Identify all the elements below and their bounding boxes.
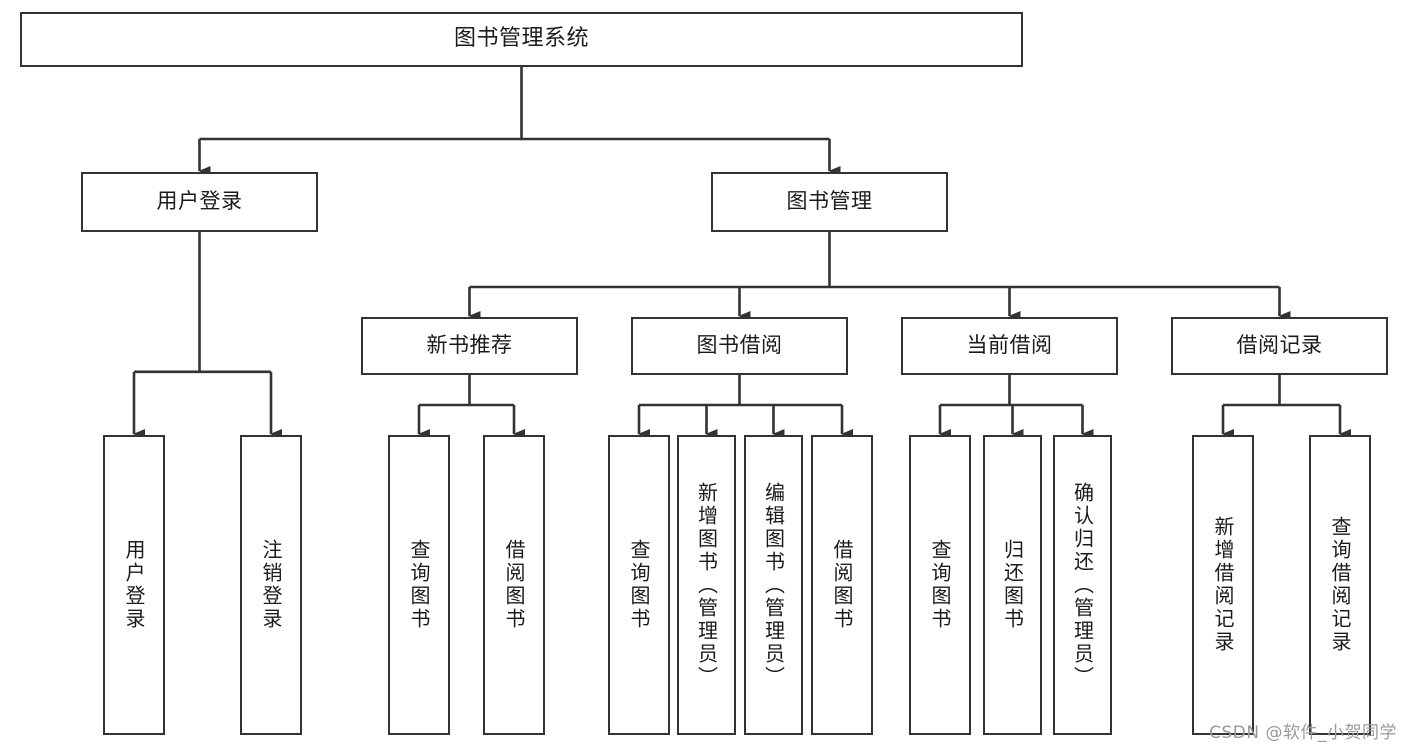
node-borrow-records[interactable]: 借阅记录 (1171, 317, 1388, 375)
node-leaf-query-book-recommend[interactable]: 查询图书 (388, 435, 450, 735)
csdn-watermark: CSDN @软件_小贺同学 (1209, 723, 1397, 743)
node-leaf-logout[interactable]: 注销登录 (240, 435, 302, 735)
node-leaf-query-borrow-record[interactable]: 查询借阅记录 (1309, 435, 1371, 735)
node-leaf-query-book-current[interactable]: 查询图书 (909, 435, 971, 735)
node-root[interactable]: 图书管理系统 (20, 12, 1023, 67)
node-leaf-query-book-borrow[interactable]: 查询图书 (608, 435, 670, 735)
node-leaf-return-book[interactable]: 归还图书 (983, 435, 1042, 735)
node-leaf-user-login[interactable]: 用户登录 (103, 435, 165, 735)
node-new-book-recommend[interactable]: 新书推荐 (361, 317, 578, 375)
node-book-management[interactable]: 图书管理 (711, 172, 948, 232)
edges (132, 67, 1351, 439)
node-leaf-add-book-admin[interactable]: 新增图书（管理员） (677, 435, 736, 735)
node-leaf-edit-book-admin[interactable]: 编辑图书（管理员） (744, 435, 803, 735)
node-user-login[interactable]: 用户登录 (81, 172, 318, 232)
node-leaf-confirm-return-admin[interactable]: 确认归还（管理员） (1053, 435, 1112, 735)
node-book-borrow[interactable]: 图书借阅 (631, 317, 848, 375)
node-leaf-borrow-book-recommend[interactable]: 借阅图书 (483, 435, 545, 735)
node-leaf-borrow-book[interactable]: 借阅图书 (811, 435, 873, 735)
node-current-borrow[interactable]: 当前借阅 (901, 317, 1118, 375)
node-leaf-add-borrow-record[interactable]: 新增借阅记录 (1192, 435, 1254, 735)
